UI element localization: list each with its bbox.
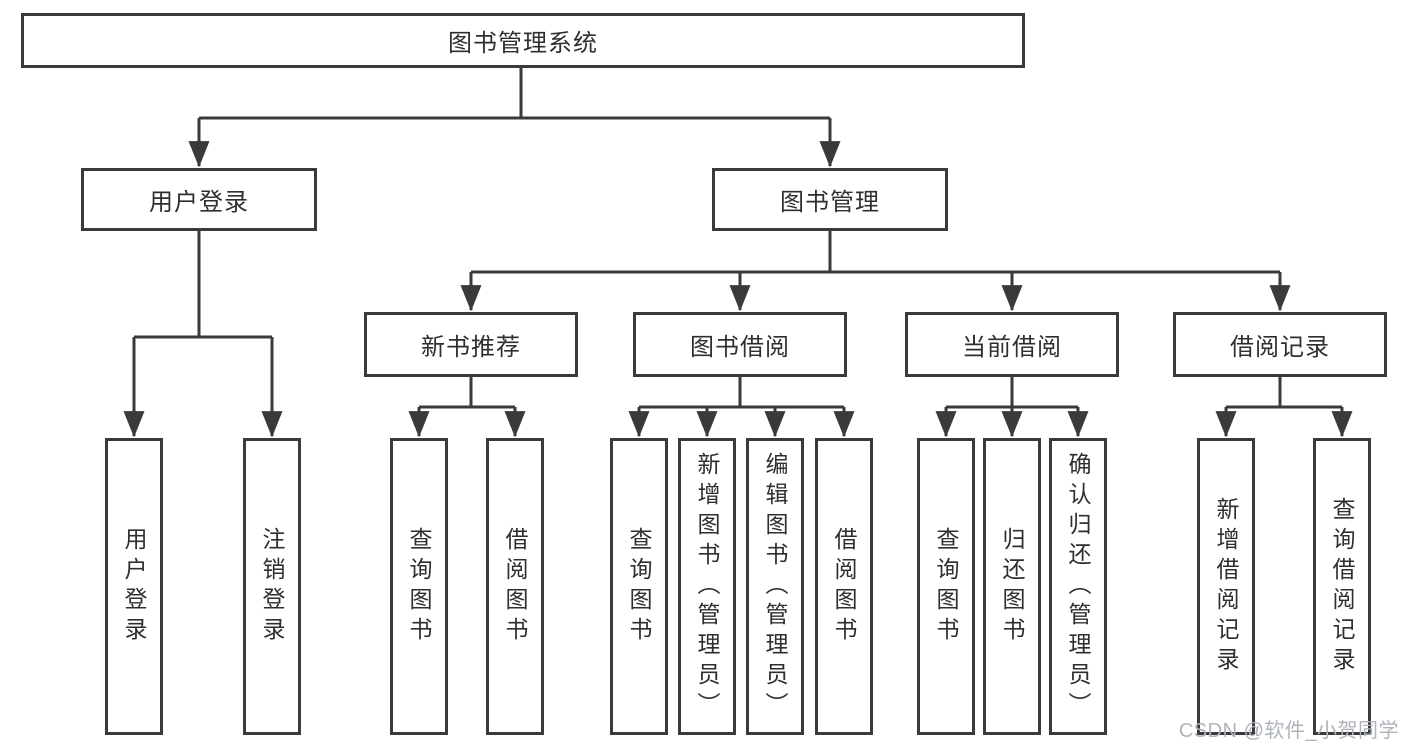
- node-user-login: 用户登录: [81, 168, 317, 231]
- connector-new-book-recommendation-children: [408, 377, 526, 438]
- leaf-logout: 注销登录: [243, 438, 301, 735]
- node-borrowing-records: 借阅记录: [1173, 312, 1387, 377]
- leaf-borrow-add-books-admin: 新增图书（管理员）: [678, 438, 736, 735]
- node-book-management: 图书管理: [712, 168, 948, 231]
- leaf-newrec-query-books: 查询图书: [390, 438, 448, 735]
- connector-current-borrowing-children: [935, 377, 1089, 438]
- leaf-user-login: 用户登录: [105, 438, 163, 735]
- leaf-borrow-edit-books-admin: 编辑图书（管理员）: [746, 438, 804, 735]
- connector-book-management-children: [460, 231, 1291, 312]
- leaf-current-return-books: 归还图书: [983, 438, 1041, 735]
- node-current-borrowing: 当前借阅: [905, 312, 1119, 377]
- node-book-borrowing: 图书借阅: [633, 312, 847, 377]
- leaf-newrec-borrow-books: 借阅图书: [486, 438, 544, 735]
- leaf-records-query-record: 查询借阅记录: [1313, 438, 1371, 735]
- csdn-watermark: CSDN @软件_小贺同学: [1178, 720, 1399, 742]
- leaf-records-add-record: 新增借阅记录: [1197, 438, 1255, 735]
- leaf-borrow-query-books: 查询图书: [610, 438, 668, 735]
- node-new-book-recommendation: 新书推荐: [364, 312, 578, 377]
- node-library-management-system: 图书管理系统: [21, 13, 1025, 68]
- leaf-borrow-borrow-books: 借阅图书: [815, 438, 873, 735]
- connector-book-borrowing-children: [628, 377, 855, 438]
- connector-user-login-children: [123, 231, 283, 438]
- leaf-current-confirm-return-admin: 确认归还（管理员）: [1049, 438, 1107, 735]
- connector-borrowing-records-children: [1215, 377, 1353, 438]
- connector-root-to-level2: [188, 68, 841, 168]
- leaf-current-query-books: 查询图书: [917, 438, 975, 735]
